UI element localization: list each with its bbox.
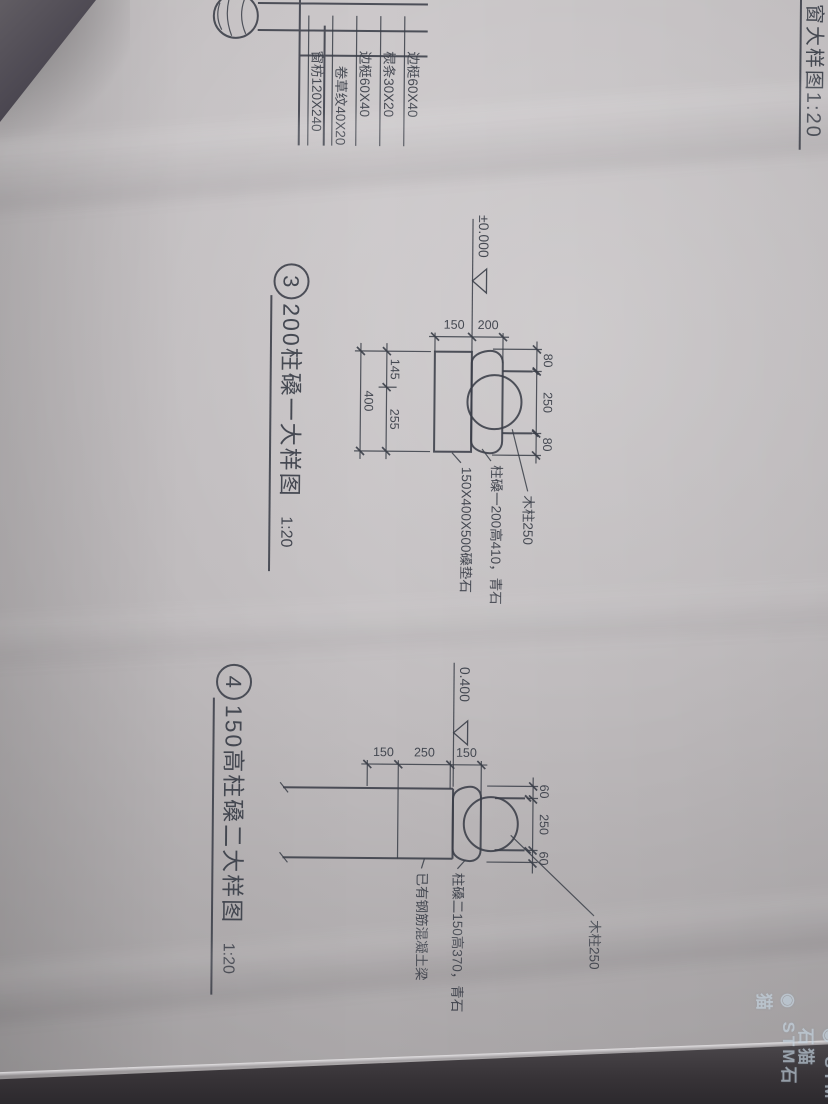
dim-line-top — [492, 341, 542, 464]
existing-beam — [282, 786, 455, 860]
watermark-logo-icon: ◉ — [821, 1028, 828, 1049]
window-frame-lines — [257, 0, 428, 146]
corner-title-block: 窗大样图1:20 — [798, 0, 826, 150]
wood-column-elevation — [502, 367, 540, 438]
level-triangle-symbol — [471, 267, 488, 295]
member-label: 边梃60X40 — [405, 51, 421, 117]
column-label: 木柱250 — [520, 495, 535, 545]
detail-3-scale: 1:20 — [277, 516, 294, 547]
dim-ticks — [362, 759, 486, 770]
watermark: ◉ STM石猫 — [753, 993, 803, 1104]
window-detail-fragment: 边梃60X40 棂条30X20 边梃60X40 卷草纹40X20 窗枋120X2… — [212, 0, 428, 147]
detail-4-badge-circle — [216, 663, 253, 700]
detail-3: 3 200柱磉一大样图 1:20 ±0.000 80 250 80 — [267, 215, 555, 605]
dim-value: 60 — [537, 785, 551, 799]
dim-value: 60 — [536, 852, 550, 866]
detail-3-badge-number: 3 — [278, 275, 303, 287]
detail-3-title-underline — [267, 295, 273, 572]
leader-lines — [307, 15, 406, 147]
detail-3-badge-circle — [273, 263, 310, 300]
detail-3-title: 200柱磉一大样图 — [277, 303, 305, 498]
watermark: ◉ STM石猫 — [795, 1028, 828, 1104]
watermark-logo-icon: ◉ — [779, 993, 798, 1014]
watermark-text: STM石猫 — [796, 1028, 828, 1101]
detail-4-badge-number: 4 — [221, 676, 246, 688]
leader-line — [451, 452, 462, 464]
leader-line — [420, 858, 426, 869]
dim-value: 80 — [540, 438, 554, 452]
dim-value: 150 — [373, 745, 394, 759]
dim-ticks — [355, 346, 392, 456]
watermark-text: STM石猫 — [754, 993, 798, 1087]
leader-line — [510, 834, 595, 917]
level-value: 0.400 — [457, 667, 473, 702]
pier-label: 柱磉一200高410，青石 — [488, 465, 505, 605]
level-triangle-symbol — [452, 719, 469, 747]
detail-4-title: 150高柱磉二大样图 — [219, 705, 247, 925]
window-member-cylinder — [212, 0, 259, 39]
dim-ticks — [430, 331, 508, 342]
member-label: 窗枋120X240 — [309, 50, 326, 131]
member-label: 棂条30X20 — [381, 51, 398, 117]
dim-value: 250 — [540, 392, 554, 413]
dim-line-side — [429, 332, 510, 364]
detail-4-title-underline — [210, 697, 215, 995]
dim-value: 80 — [541, 354, 555, 368]
member-label: 边梃60X40 — [357, 51, 373, 117]
wood-column-section-circle — [462, 796, 519, 853]
wood-column-elevation — [494, 794, 532, 855]
corner-title: 窗大样图1:20 — [802, 4, 826, 139]
pad-label: 150X400X500磉垫石 — [458, 467, 474, 593]
ground-level-line — [471, 218, 474, 353]
leader-line — [481, 448, 492, 462]
stone-pier-drum — [470, 349, 504, 455]
dim-line-top — [486, 777, 539, 874]
dim-ticks — [527, 781, 538, 869]
pad-stone — [433, 350, 473, 453]
dim-value: 200 — [478, 318, 499, 332]
pier-label: 柱磉二150高370，青石 — [449, 873, 466, 1013]
beam-break-lines — [279, 781, 399, 863]
corner-title-underline — [798, 0, 803, 150]
dim-value: 250 — [414, 745, 435, 759]
member-label: 卷草纹40X20 — [333, 66, 349, 146]
dim-value: 250 — [537, 814, 551, 835]
level-line — [452, 662, 455, 787]
stone-pier-drum — [451, 785, 483, 863]
level-value: ±0.000 — [476, 215, 492, 258]
dim-value: 400 — [361, 391, 375, 412]
dim-value: 150 — [444, 318, 465, 332]
dim-ticks — [531, 344, 542, 461]
dim-value: 255 — [387, 409, 401, 430]
leader-line — [456, 859, 466, 870]
leader-line — [511, 429, 529, 492]
dim-line-side — [361, 760, 488, 799]
wood-grain-hatch — [217, 0, 247, 37]
column-label: 木柱250 — [587, 920, 602, 970]
beam-label: 已有钢筋混凝土梁 — [413, 872, 430, 981]
wood-column-section-circle — [466, 374, 523, 431]
dim-value: 145 — [388, 359, 402, 380]
detail-4-scale: 1:20 — [219, 943, 236, 974]
dim-value: 150 — [456, 746, 477, 760]
detail-4: 4 150高柱磉二大样图 1:20 0.400 60 250 6 — [210, 662, 602, 1013]
